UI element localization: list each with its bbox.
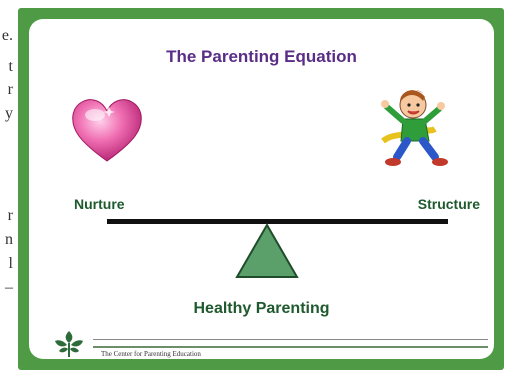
left-margin-text: e. t r y r n l –: [0, 0, 16, 375]
slide-frame: The Parenting Equation: [18, 8, 504, 370]
heart-icon: [72, 99, 142, 162]
text-fragment: r: [7, 207, 13, 224]
running-child-icon: [381, 90, 448, 166]
slide-content: The Parenting Equation: [29, 19, 494, 359]
slide-title: The Parenting Equation: [166, 47, 357, 66]
structure-label: Structure: [417, 196, 480, 212]
text-fragment: n: [5, 231, 13, 248]
text-fragment: y: [5, 105, 13, 122]
text-fragment: r: [7, 81, 13, 98]
healthy-parenting-label: Healthy Parenting: [193, 300, 330, 317]
nurture-label: Nurture: [74, 196, 125, 212]
text-fragment: –: [5, 279, 13, 296]
balance-beam: [107, 219, 448, 224]
fulcrum-triangle: [235, 223, 299, 278]
text-fragment: t: [8, 58, 13, 75]
center-logo-icon: [55, 331, 83, 357]
organization-name: The Center for Parenting Education: [101, 350, 201, 358]
text-fragment: l: [8, 255, 13, 272]
text-fragment: e.: [1, 27, 13, 44]
footer-divider: [93, 339, 488, 348]
